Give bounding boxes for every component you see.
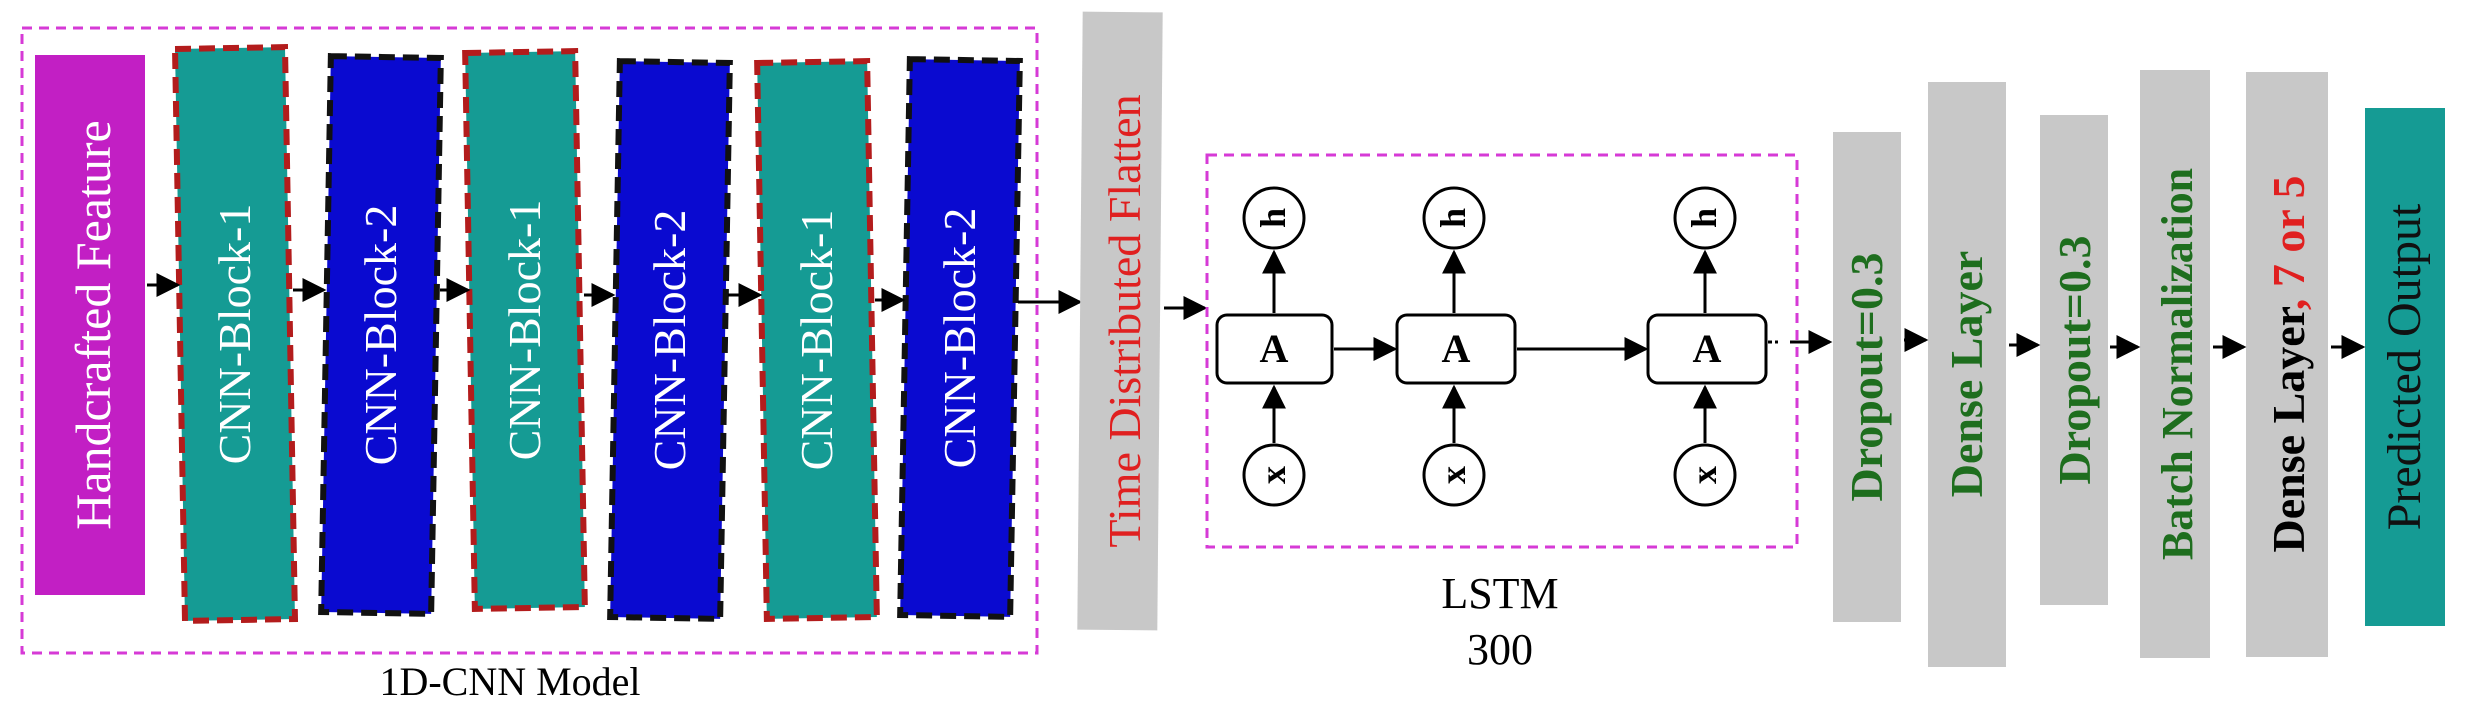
cnn-block-1a: CNN-Block-1 <box>171 44 299 624</box>
cnn-block-1c: CNN-Block-1 <box>754 58 880 622</box>
flatten-label: Time Distributed Flatten <box>1099 94 1150 547</box>
cnn-block-2c: CNN-Block-2 <box>897 56 1023 620</box>
dropout1-label: Dropout=0.3 <box>1841 252 1892 501</box>
lstm-x1-label: x <box>1253 466 1293 484</box>
dropout2-box <box>2040 115 2108 605</box>
dense2-label-suffix: , 7 or 5 <box>2263 176 2314 311</box>
cnn-arrows <box>147 273 1083 314</box>
lstm-h1-label: h <box>1253 208 1293 228</box>
dense2-label-prefix: Dense Layer <box>2263 306 2314 552</box>
lstm-x2-label: x <box>1433 466 1473 484</box>
lstm-container <box>1205 153 1799 549</box>
cnn-model-container <box>20 26 1039 655</box>
handcrafted-feature-box <box>35 55 145 595</box>
head-arrows <box>1904 328 2366 359</box>
lstm-x3-label: x <box>1684 466 1724 484</box>
dropout1-box <box>1833 132 1901 622</box>
cnn-block-2b: CNN-Block-2 <box>607 58 733 622</box>
lstm-cell-1: A h x <box>1215 186 1334 507</box>
handcrafted-feature-label: Handcrafted Feature <box>65 120 121 530</box>
dense1-label: Dense Layer <box>1941 251 1992 498</box>
batchnorm-label: Batch Normalization <box>2153 168 2202 560</box>
lstm-arrows <box>1334 330 1833 361</box>
lstm-label-line1: LSTM <box>1441 569 1558 618</box>
lstm-cell-2: A h x <box>1395 186 1517 507</box>
cnn-block-1a-label: CNN-Block-1 <box>209 204 260 465</box>
batchnorm-box <box>2140 70 2210 658</box>
dense2-label: Dense Layer, 7 or 5 <box>2263 176 2314 553</box>
output-label: Predicted Output <box>2378 203 2431 530</box>
cnn-block-1b: CNN-Block-1 <box>462 48 588 612</box>
flatten-box <box>1077 11 1163 631</box>
lstm-cell-3: A h x <box>1646 186 1768 507</box>
lstm-h2-label: h <box>1433 208 1473 228</box>
lstm-cell-1-label: A <box>1260 326 1289 371</box>
cnn-block-1b-label: CNN-Block-1 <box>499 200 550 461</box>
dense2-box <box>2246 72 2328 657</box>
output-box <box>2365 108 2445 626</box>
lstm-cell-3-label: A <box>1693 326 1722 371</box>
lstm-label-line2: 300 <box>1467 625 1533 674</box>
cnn-block-1c-label: CNN-Block-1 <box>791 210 842 471</box>
dropout2-label: Dropout=0.3 <box>2049 235 2100 484</box>
cnn-block-2c-label: CNN-Block-2 <box>934 208 985 469</box>
cnn-block-2b-label: CNN-Block-2 <box>644 210 695 471</box>
cnn-block-2a: CNN-Block-2 <box>318 53 444 617</box>
dense1-box <box>1928 82 2006 667</box>
lstm-h3-label: h <box>1684 208 1724 228</box>
cnn-block-2a-label: CNN-Block-2 <box>355 205 406 466</box>
cnn-model-label: 1D-CNN Model <box>379 659 640 704</box>
lstm-cell-2-label: A <box>1442 326 1471 371</box>
